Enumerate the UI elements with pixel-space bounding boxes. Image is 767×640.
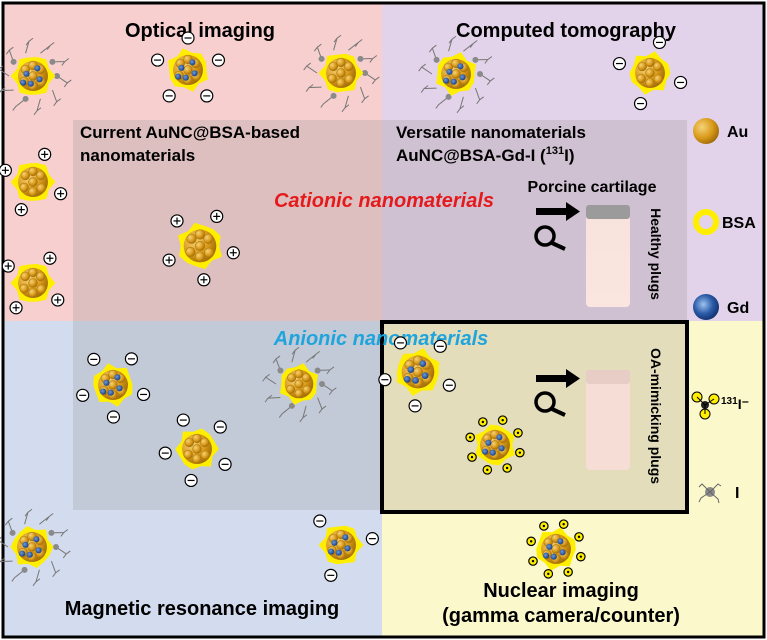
- oa-plugs-label: OA-mimicking plugs: [648, 348, 664, 484]
- negative-charge-icon: [184, 473, 198, 488]
- negative-charge-icon: [612, 56, 627, 71]
- positive-charge-icon: [43, 251, 57, 265]
- negative-charge-icon: [106, 410, 121, 424]
- negative-charge-icon: [181, 31, 195, 45]
- negative-charge-icon: [87, 352, 101, 366]
- nuclear-subtitle: (gamma camera/counter): [442, 605, 680, 627]
- positive-charge-icon: [210, 209, 224, 223]
- versatile-materials-box: [382, 120, 687, 510]
- healthy-plugs-label: Healthy plugs: [648, 208, 664, 300]
- versatile-heading-1: Versatile nanomaterials: [396, 123, 586, 142]
- negative-charge-icon: [313, 514, 327, 528]
- iodine-131-icon: [691, 391, 720, 420]
- negative-charge-icon: [136, 387, 151, 402]
- nanoparticle-icon: [168, 48, 208, 92]
- positive-charge-icon: [54, 187, 68, 201]
- negative-charge-icon: [200, 89, 214, 103]
- versatile-heading-2: AuNC@BSA-Gd-I (131I): [396, 145, 574, 165]
- nanoparticle-icon: [10, 264, 56, 302]
- arrow-icon: [536, 202, 580, 221]
- positive-charge-icon: [0, 163, 12, 177]
- nanoparticle-icon: [303, 34, 380, 113]
- negative-charge-icon: [218, 457, 232, 471]
- nuclear-quadrant-bg: [382, 321, 764, 637]
- negative-charge-icon: [393, 336, 408, 350]
- nanoparticle-icon: [418, 35, 495, 114]
- ct-quadrant-bg: [382, 3, 764, 321]
- negative-charge-icon: [124, 352, 139, 366]
- positive-charge-icon: [162, 253, 176, 267]
- nanoparticle-icon: [262, 346, 337, 423]
- positive-charge-icon: [38, 147, 52, 161]
- nanoparticle-icon: [465, 415, 525, 475]
- magnifier-icon: [534, 391, 566, 417]
- oa-highlight-box: [380, 320, 689, 514]
- porcine-cartilage-label: Porcine cartilage: [528, 179, 657, 196]
- legend-i-label: I: [735, 485, 739, 502]
- legend: Au BSA Gd 131I⁻ I: [691, 118, 756, 504]
- positive-charge-icon: [170, 214, 184, 228]
- legend-i131-label: 131I⁻: [721, 396, 749, 412]
- nuclear-title: Nuclear imaging: [483, 580, 639, 602]
- bsa-shell-icon: [693, 209, 719, 235]
- nanoparticle-icon: [93, 363, 133, 407]
- current-heading-1: Current AuNC@BSA-based: [80, 123, 300, 142]
- optical-title: Optical imaging: [125, 20, 275, 42]
- nanoparticle-icon: [175, 428, 219, 470]
- negative-charge-icon: [162, 89, 176, 103]
- legend-au-label: Au: [727, 124, 748, 141]
- nanoparticle-icon: [0, 37, 72, 116]
- nanoparticle-icon: [318, 525, 364, 565]
- negative-charge-icon: [442, 378, 456, 392]
- arrow-icon: [536, 369, 580, 388]
- negative-charge-icon: [211, 53, 226, 67]
- positive-charge-icon: [1, 259, 15, 273]
- cationic-label: Cationic nanomaterials: [274, 190, 494, 212]
- negative-charge-icon: [150, 53, 165, 67]
- charge-layer: [0, 31, 688, 582]
- legend-gd-label: Gd: [727, 300, 749, 317]
- negative-charge-icon: [76, 388, 90, 402]
- current-materials-box: [73, 120, 382, 510]
- nanoparticle-layer: [0, 34, 671, 587]
- magnifier-icon: [534, 225, 566, 251]
- current-heading-2: nanomaterials: [80, 146, 195, 165]
- positive-charge-icon: [9, 301, 23, 315]
- positive-charge-icon: [226, 246, 240, 260]
- positive-charge-icon: [197, 273, 211, 287]
- positive-charge-icon: [51, 293, 65, 307]
- positive-charge-icon: [14, 203, 28, 217]
- negative-charge-icon: [365, 532, 379, 546]
- negative-charge-icon: [378, 373, 392, 387]
- negative-charge-icon: [433, 339, 447, 353]
- nanoparticle-icon: [396, 348, 440, 396]
- negative-charge-icon: [158, 446, 172, 460]
- negative-charge-icon: [673, 75, 688, 90]
- ct-title: Computed tomography: [456, 20, 677, 42]
- negative-charge-icon: [213, 420, 227, 434]
- negative-charge-icon: [652, 35, 667, 50]
- nanoparticle-icon: [10, 163, 56, 201]
- gd-ion-icon: [693, 294, 719, 320]
- negative-charge-icon: [324, 568, 338, 582]
- cartilage-plug-icon: [586, 370, 630, 470]
- negative-charge-icon: [176, 413, 190, 427]
- cartilage-plug-icon: [586, 205, 630, 307]
- iodine-ligand-icon: [698, 483, 722, 504]
- anionic-label: Anionic nanomaterials: [273, 328, 489, 350]
- negative-charge-icon: [408, 399, 422, 413]
- negative-charge-icon: [633, 96, 648, 111]
- nanoparticle-icon: [526, 519, 586, 579]
- mri-title: Magnetic resonance imaging: [65, 598, 340, 620]
- gold-cluster-icon: [693, 118, 719, 144]
- nanoparticle-icon: [178, 222, 222, 269]
- nanoparticle-icon: [629, 51, 671, 95]
- legend-bsa-label: BSA: [722, 215, 756, 232]
- nanoparticle-icon: [0, 508, 71, 587]
